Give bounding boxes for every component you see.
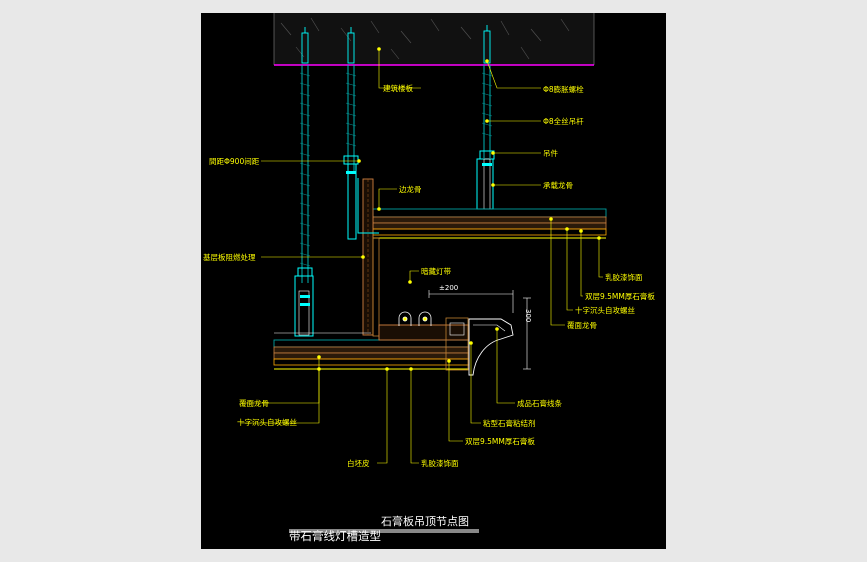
light-fixtures xyxy=(398,311,432,326)
dim-width-label: ±200 xyxy=(439,284,458,292)
hanger-rods xyxy=(301,65,491,283)
label-latex-paint-bottom: 乳胶漆饰面 xyxy=(421,458,459,468)
vertical-base-board xyxy=(362,178,380,337)
slab-hatch xyxy=(280,17,570,60)
label-cover-runner-top: 覆面龙骨 xyxy=(567,320,597,330)
label-latex-paint-top: 乳胶漆饰面 xyxy=(605,272,643,282)
label-double-gypsum-bottom: 双层9.5MM厚石膏板 xyxy=(465,436,535,446)
dim-height-label: 300 xyxy=(524,309,532,322)
slab-concrete xyxy=(274,13,594,65)
drawing-sheet: ±200 300 建筑楼板 Φ8膨胀螺栓 Φ8全丝吊杆 吊件 承载 xyxy=(201,13,666,549)
anchor-bolts xyxy=(301,25,491,64)
label-double-gypsum-top: 双层9.5MM厚石膏板 xyxy=(585,291,655,301)
rod-nuts xyxy=(300,163,492,306)
label-screw-top: 十字沉头自攻螺丝 xyxy=(575,305,635,315)
dimension-lines xyxy=(428,290,531,370)
label-rod-spacing: 間距Φ900间距 xyxy=(209,157,260,166)
label-gypsum-adhesive: 粘型石膏粘结剂 xyxy=(483,418,536,428)
rod-threads xyxy=(299,72,493,267)
label-base-board-fireproof: 基层板阻燃处理 xyxy=(203,252,256,262)
leader-dots xyxy=(317,47,601,371)
hanger-clips xyxy=(294,150,495,337)
label-hanger-clip: 吊件 xyxy=(543,148,558,158)
gypsum-cornice xyxy=(468,318,514,376)
label-building-slab: 建筑楼板 xyxy=(383,83,413,93)
label-white-wood: 白坯皮 xyxy=(347,458,370,468)
lower-ceiling-boards xyxy=(273,332,470,370)
label-expansion-bolt: Φ8膨胀螺栓 xyxy=(543,84,584,94)
title-underline xyxy=(289,529,479,533)
label-hidden-light-strip: 暗藏灯带 xyxy=(421,266,451,276)
leader-lines xyxy=(241,49,603,464)
edge-runner xyxy=(357,178,379,234)
label-finished-gypsum-line: 成品石膏线条 xyxy=(517,398,562,408)
label-edge-runner: 边龙骨 xyxy=(399,184,422,194)
drawing-title: 石膏板吊顶节点图 xyxy=(381,514,469,528)
light-trough xyxy=(378,317,470,371)
label-screw-left: 十字沉头自攻螺丝 xyxy=(237,417,297,427)
label-hanger-rod: Φ8全丝吊杆 xyxy=(543,116,584,126)
label-cover-runner-left: 覆面龙骨 xyxy=(239,398,269,408)
drawing-subtitle: 带石膏线灯槽造型 xyxy=(289,529,381,543)
label-main-runner: 承载龙骨 xyxy=(543,180,573,190)
upper-ceiling-boards xyxy=(372,208,607,239)
ceiling-node-drawing: ±200 300 建筑楼板 Φ8膨胀螺栓 Φ8全丝吊杆 吊件 承载 xyxy=(203,13,655,543)
